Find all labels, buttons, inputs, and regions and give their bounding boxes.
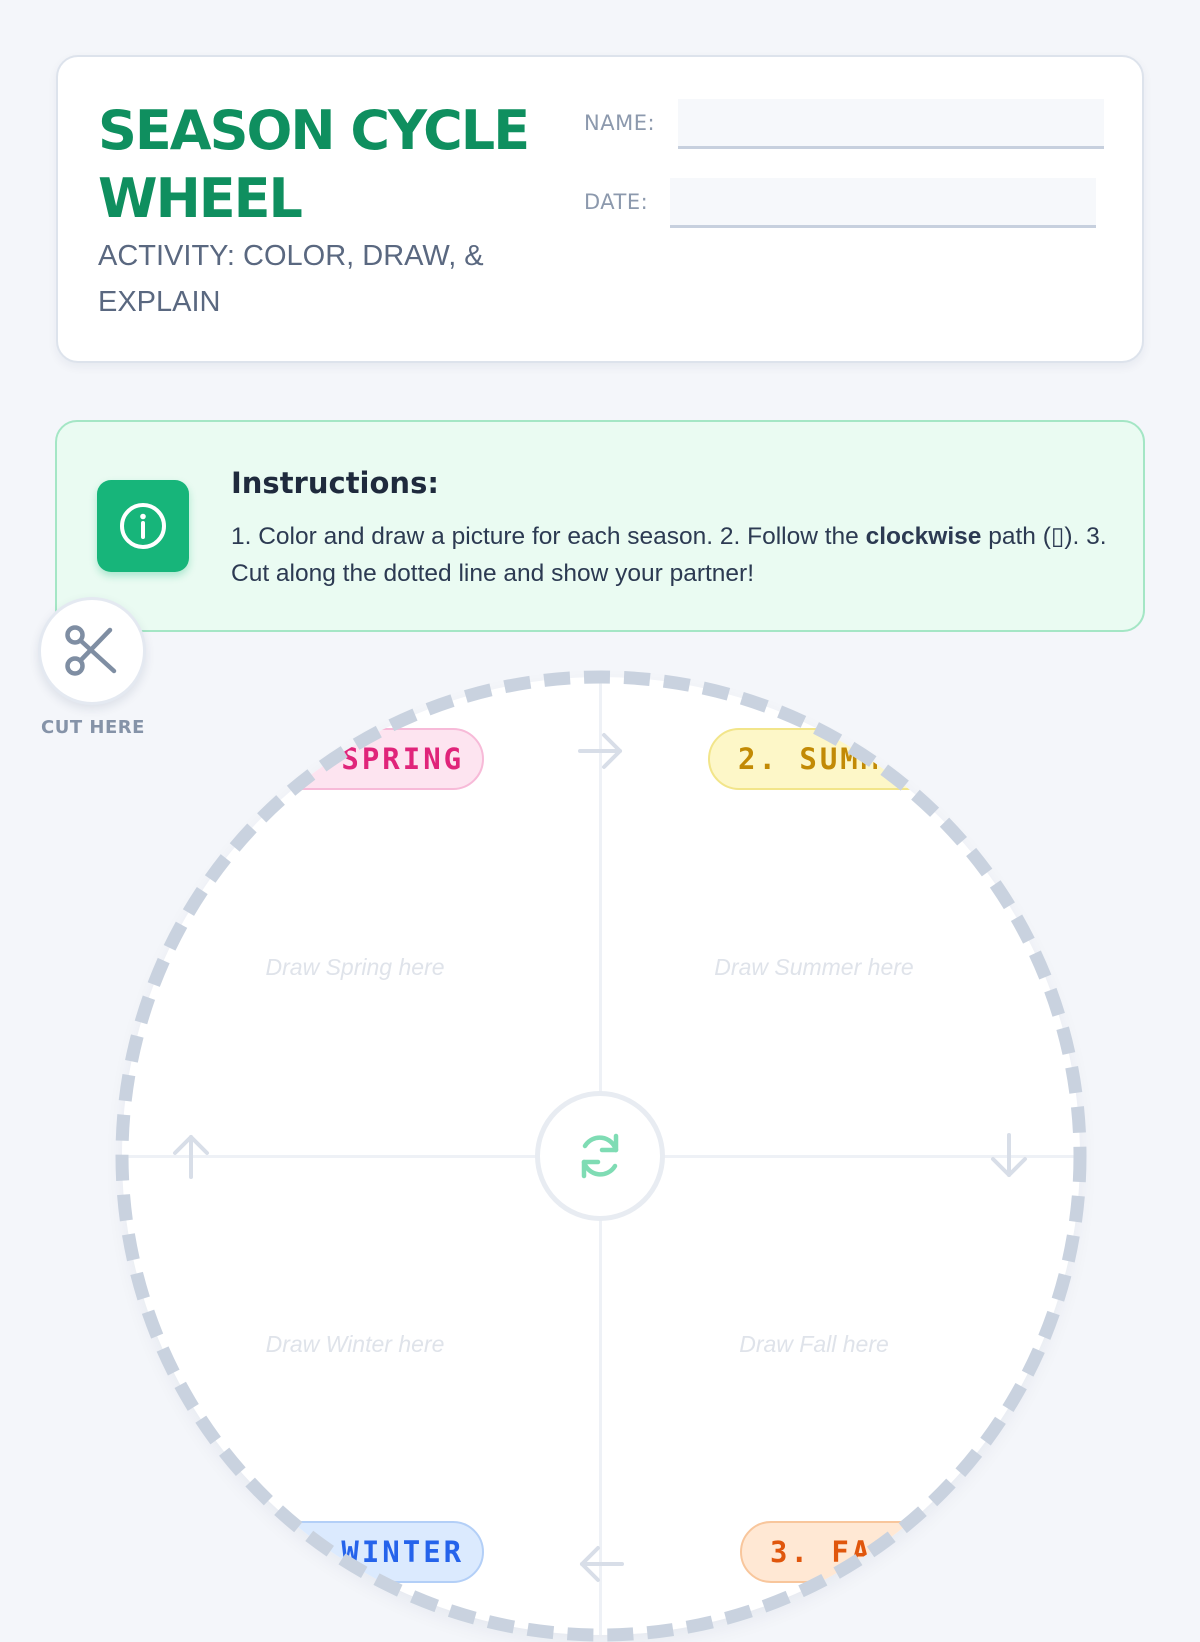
- instructions-text-part1: 1. Color and draw a picture for each sea…: [231, 523, 866, 550]
- info-icon: [97, 480, 189, 572]
- page-title: SEASON CYCLE WHEEL: [98, 99, 530, 230]
- instructions-emphasis: clockwise: [865, 523, 982, 550]
- season-label-summer: 2. SUMMER: [708, 728, 942, 790]
- cut-here-label: CUT HERE: [41, 717, 145, 738]
- name-label: NAME:: [584, 111, 656, 135]
- draw-area-spring[interactable]: Draw Spring here: [265, 954, 445, 980]
- draw-area-fall[interactable]: Draw Fall here: [739, 1331, 889, 1357]
- header-card: SEASON CYCLE WHEEL ACTIVITY: COLOR, DRAW…: [56, 55, 1144, 363]
- date-label: DATE:: [584, 190, 649, 214]
- instructions-card: Instructions: 1. Color and draw a pictur…: [55, 420, 1145, 632]
- activity-subtitle: ACTIVITY: COLOR, DRAW, & EXPLAIN: [98, 240, 484, 318]
- arrow-left-icon: [580, 1546, 624, 1582]
- date-input[interactable]: [670, 178, 1096, 228]
- instructions-text-part2: path (▯). 3. Cut along the dotted line a…: [231, 523, 1107, 587]
- season-label-fall: 3. FALL: [740, 1521, 974, 1583]
- season-label-spring: 1. SPRING: [250, 728, 484, 790]
- refresh-cycle-icon: [535, 1091, 665, 1221]
- scissors-icon: [38, 597, 146, 705]
- instructions-heading: Instructions:: [231, 466, 439, 500]
- arrow-up-icon: [173, 1135, 209, 1179]
- season-label-winter: 4. WINTER: [250, 1521, 484, 1583]
- name-input[interactable]: [678, 99, 1104, 149]
- arrow-right-icon: [578, 733, 622, 769]
- draw-area-summer[interactable]: Draw Summer here: [714, 954, 914, 980]
- instructions-text: 1. Color and draw a picture for each sea…: [231, 518, 1111, 592]
- arrow-down-icon: [991, 1133, 1027, 1177]
- draw-area-winter[interactable]: Draw Winter here: [265, 1331, 445, 1357]
- season-wheel: 1. SPRING Draw Spring here 2. SUMMER Dra…: [122, 677, 1080, 1635]
